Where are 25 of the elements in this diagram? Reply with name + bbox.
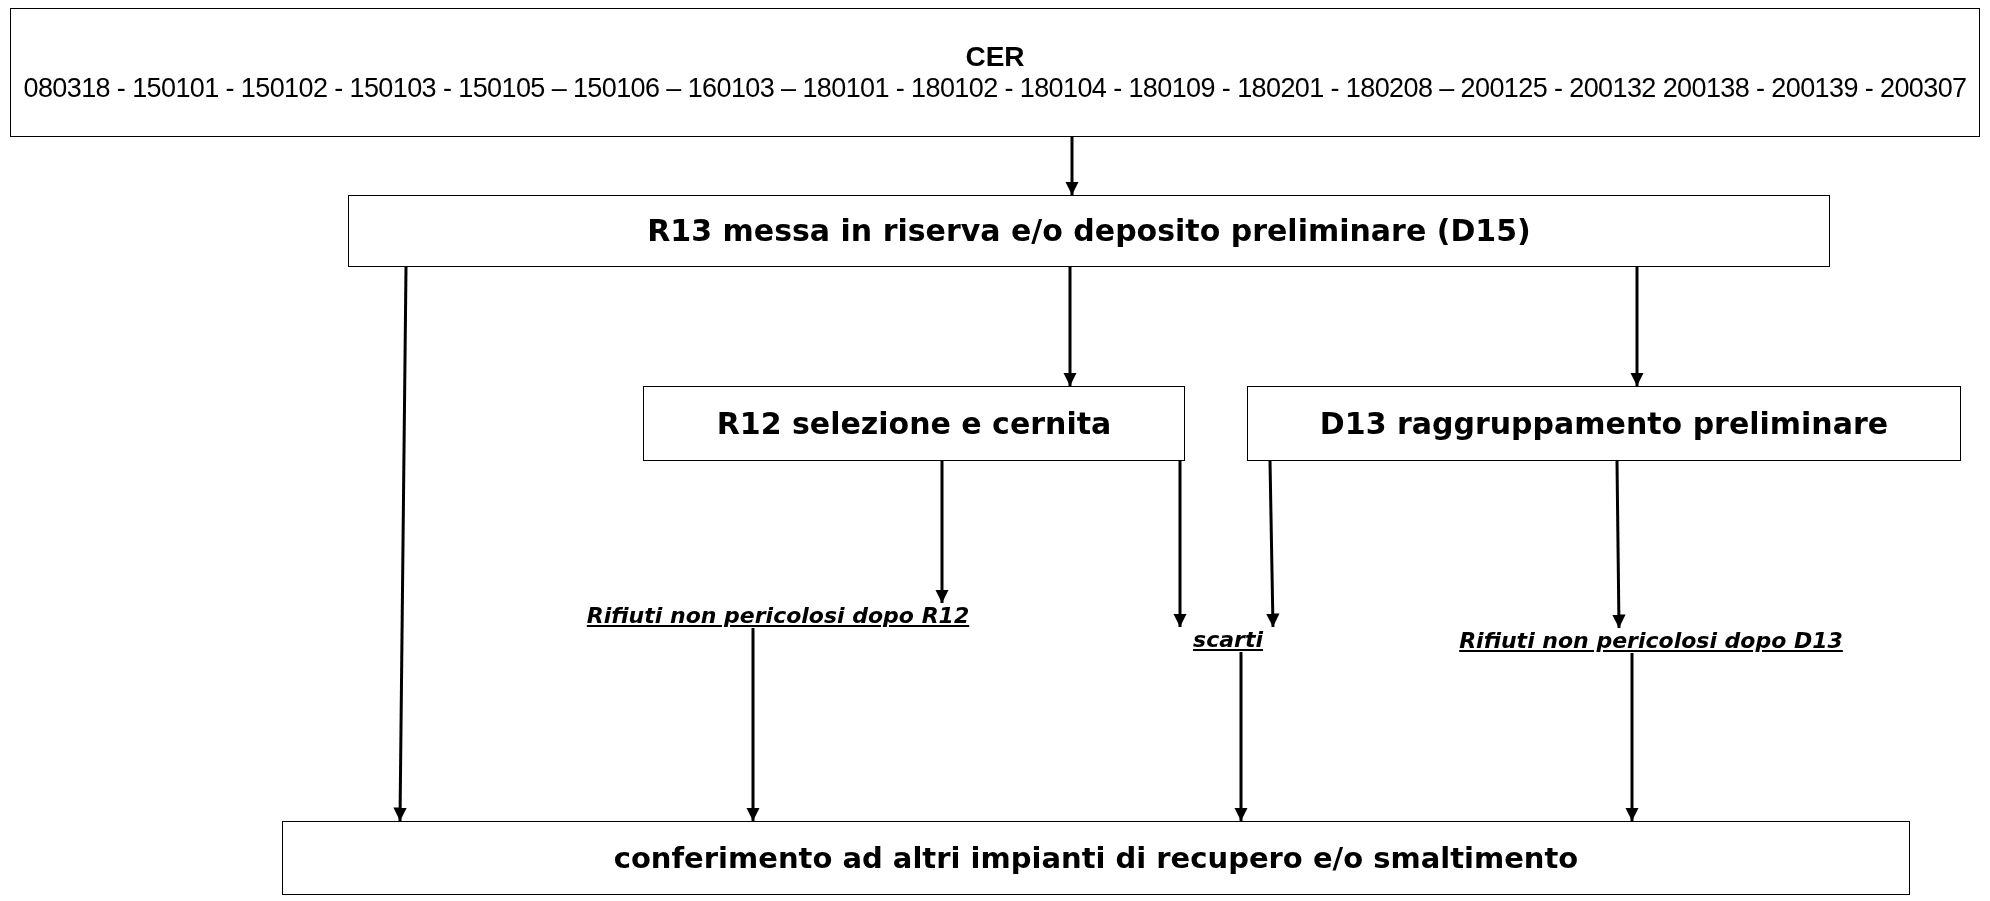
code-list: 080318 - 150101 - 150102 - 150103 - 150105 – 150106 – 160103 – 180101 - 180102 - 180104 - 180109 - 180201 - 180208 – 200125 - 200132 200138 - 200139 - 200307 bbox=[17, 73, 1973, 105]
process-box bbox=[348, 195, 1830, 267]
flow-label: scarti bbox=[1193, 627, 1263, 652]
arrow bbox=[1173, 461, 1187, 627]
box-label: conferimento ad altri impianti di recupero e/o smaltimento bbox=[613, 840, 1579, 876]
arrow bbox=[1630, 267, 1644, 386]
arrow bbox=[935, 461, 949, 603]
process-box bbox=[10, 8, 1980, 137]
arrow bbox=[1063, 267, 1077, 386]
arrow bbox=[393, 267, 408, 821]
box-heading: CER bbox=[965, 40, 1025, 74]
arrow bbox=[1234, 652, 1248, 821]
arrow bbox=[1612, 460, 1626, 629]
process-box bbox=[643, 386, 1185, 461]
flow-label: Rifiuti non pericolosi dopo D13 bbox=[1459, 628, 1843, 653]
box-label: R12 selezione e cernita bbox=[716, 405, 1112, 442]
arrow bbox=[1065, 137, 1079, 195]
process-box bbox=[282, 821, 1910, 895]
arrow bbox=[1266, 460, 1280, 628]
arrow bbox=[746, 628, 760, 821]
process-box bbox=[1247, 386, 1961, 461]
box-label: R13 messa in riserva e/o deposito preliminare (D15) bbox=[647, 213, 1531, 249]
flow-label: Rifiuti non pericolosi dopo R12 bbox=[586, 603, 970, 628]
box-label: D13 raggruppamento preliminare bbox=[1319, 405, 1889, 442]
arrow bbox=[1625, 653, 1639, 821]
